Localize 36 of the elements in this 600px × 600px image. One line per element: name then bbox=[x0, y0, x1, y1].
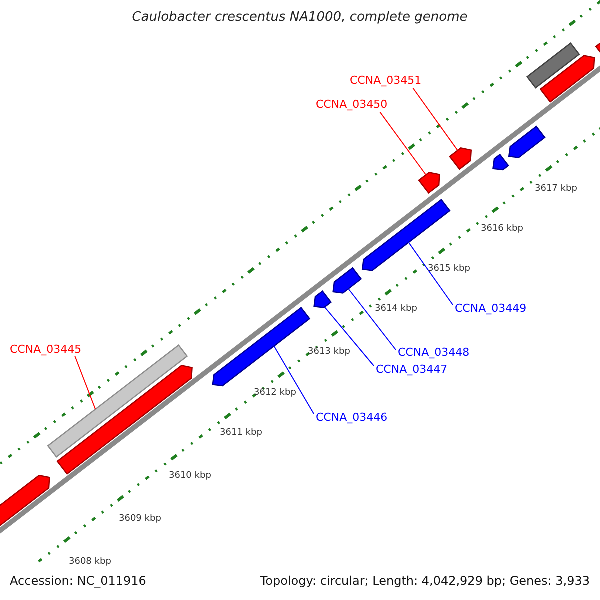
gene-feature bbox=[492, 154, 510, 171]
scale-label: 3610 kbp bbox=[169, 471, 212, 482]
gene-label: CCNA_03447 bbox=[376, 363, 448, 376]
scale-label: 3613 kbp bbox=[308, 347, 350, 358]
scale-label: 3614 kbp bbox=[375, 304, 418, 315]
scale-label: 3611 kbp bbox=[220, 428, 262, 439]
gene-label: CCNA_03451 bbox=[350, 74, 422, 88]
gene-label: CCNA_03445 bbox=[10, 343, 82, 356]
gene-feature bbox=[508, 126, 546, 158]
leader-line bbox=[412, 88, 458, 152]
accession-text: Accession: NC_011916 bbox=[10, 574, 146, 588]
leader-line bbox=[380, 112, 427, 176]
leader-line bbox=[348, 288, 396, 350]
chart-title: Caulobacter crescentus NA1000, complete genome bbox=[131, 10, 469, 26]
gene-feature bbox=[362, 198, 451, 272]
gene-label: CCNA_03449 bbox=[455, 302, 527, 316]
gene-label: CCNA_03446 bbox=[316, 411, 388, 424]
gene-region bbox=[526, 42, 580, 89]
scale-label: 3609 kbp bbox=[119, 514, 162, 525]
leader-line bbox=[408, 242, 454, 306]
gene-feature bbox=[540, 55, 596, 103]
scale-label: 3617 kbp bbox=[535, 184, 578, 195]
gene-feature bbox=[314, 290, 332, 309]
gene-feature bbox=[418, 172, 440, 194]
leader-line bbox=[324, 306, 374, 366]
gene-label: CCNA_03448 bbox=[398, 346, 470, 360]
leader-line bbox=[74, 356, 96, 410]
gene-feature bbox=[449, 148, 472, 170]
scale-label: 3612 kbp bbox=[254, 388, 296, 399]
genome-stats-text: Topology: circular; Length: 4,042,929 bp; Genes: 3,933 bbox=[260, 574, 590, 588]
gene-label: CCNA_03450 bbox=[316, 98, 388, 112]
scale-label: 3615 kbp bbox=[428, 264, 470, 275]
scale-label: 3608 kbp bbox=[69, 557, 112, 568]
leader-line bbox=[274, 346, 314, 414]
gene-feature bbox=[332, 267, 362, 294]
scale-label: 3616 kbp bbox=[481, 224, 524, 235]
